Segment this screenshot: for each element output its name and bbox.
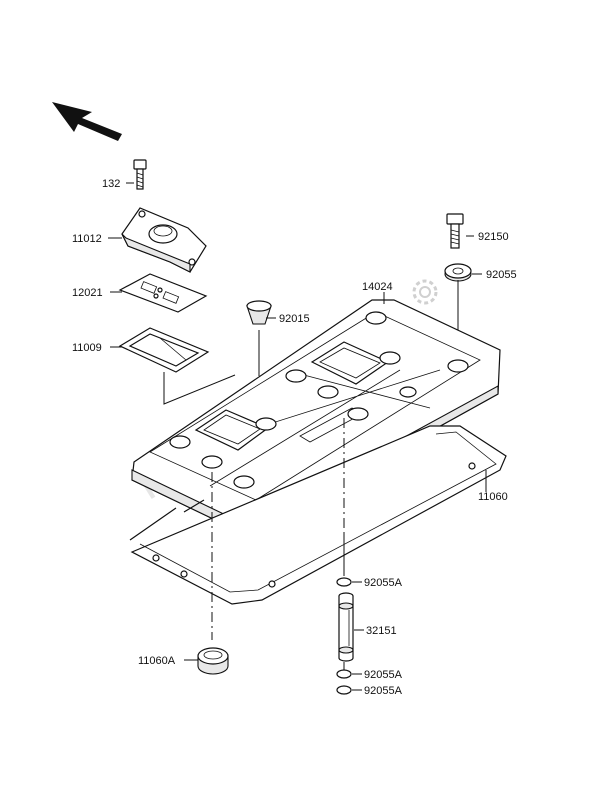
part-label-92055A-3: 92055A: [364, 685, 403, 697]
part-label-92055: 92055: [486, 269, 517, 281]
gasket-11009[interactable]: [118, 327, 210, 373]
part-label-92015: 92015: [279, 313, 310, 325]
part-label-14024: 14024: [362, 281, 393, 293]
part-label-11009: 11009: [72, 342, 102, 354]
watermark-gear-icon: [412, 279, 438, 305]
part-label-92055A-2: 92055A: [364, 669, 403, 681]
part-label-11012: 11012: [72, 233, 102, 245]
part-label-32151: 32151: [366, 625, 397, 637]
seal-11060A[interactable]: [197, 647, 229, 675]
part-label-11060: 11060: [478, 491, 508, 503]
direction-arrow-icon: [52, 102, 122, 141]
breather-cover-11012[interactable]: [121, 207, 207, 273]
cylinder-head-cover-14024[interactable]: [131, 299, 501, 529]
washer-92055[interactable]: [444, 263, 472, 282]
grommet-92015[interactable]: [246, 300, 272, 325]
part-label-92055A-1: 92055A: [364, 577, 403, 589]
part-label-92150: 92150: [478, 231, 509, 243]
o-ring-92055A-lower[interactable]: [336, 685, 352, 695]
o-ring-92055A-middle[interactable]: [336, 669, 352, 679]
bolt-132[interactable]: [133, 159, 147, 190]
o-ring-92055A-upper[interactable]: [336, 577, 352, 587]
bolt-92150[interactable]: [446, 213, 464, 249]
plate-12021[interactable]: [118, 273, 208, 313]
pipe-32151[interactable]: [338, 592, 354, 662]
part-label-132: 132: [102, 178, 120, 190]
part-label-12021: 12021: [72, 287, 103, 299]
gasket-11060[interactable]: [129, 425, 507, 605]
part-label-11060A: 11060A: [138, 655, 176, 667]
